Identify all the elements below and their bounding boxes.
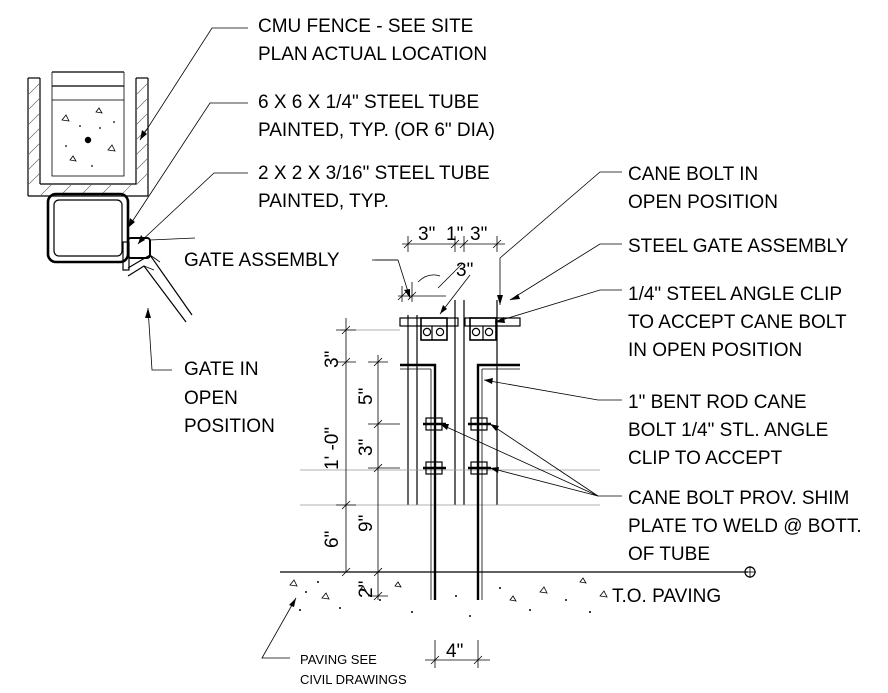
mid-clips bbox=[423, 417, 491, 475]
elevation-leaders bbox=[261, 171, 622, 659]
plan-view-detail bbox=[27, 71, 196, 323]
callout-cmu-fence-line2: PLAN ACTUAL LOCATION bbox=[258, 44, 487, 65]
callout-bent-rod-line1: 1" BENT ROD CANE bbox=[628, 392, 807, 413]
steel-tube-2x2-plan bbox=[122, 237, 196, 271]
callout-bent-rod-line2: BOLT 1/4" STL. ANGLE bbox=[628, 420, 828, 441]
angle-clip-right bbox=[464, 317, 521, 341]
plan-leaders bbox=[127, 27, 248, 371]
dim-v-3-mid: 3" bbox=[356, 439, 377, 456]
dim-v-3-top: 3" bbox=[322, 351, 343, 368]
callout-cmu-fence-line1: CMU FENCE - SEE SITE bbox=[258, 16, 473, 37]
bent-rod-cane-bolt-right bbox=[476, 363, 520, 600]
dim-v-6: 6" bbox=[322, 531, 343, 548]
callout-steel-tube-2-line2: PAINTED, TYP. bbox=[258, 191, 389, 212]
callout-steel-tube-6-line2: PAINTED, TYP. (OR 6" DIA) bbox=[258, 120, 495, 141]
dim-top-3a: 3" bbox=[418, 224, 435, 245]
callout-steel-gate-assembly: STEEL GATE ASSEMBLY bbox=[628, 236, 849, 257]
angle-clip-left bbox=[399, 317, 459, 341]
callout-steel-tube-6-line1: 6 X 6 X 1/4" STEEL TUBE bbox=[258, 92, 479, 113]
callout-angle-clip-line3: IN OPEN POSITION bbox=[628, 340, 802, 361]
dim-top-3c: 3" bbox=[456, 260, 473, 281]
dimension-lines bbox=[336, 236, 505, 668]
callout-gate-assembly: GATE ASSEMBLY bbox=[184, 250, 340, 271]
callout-gate-open: GATE IN OPEN POSITION bbox=[184, 359, 275, 437]
callout-paving-note: PAVING SEE CIVIL DRAWINGS bbox=[300, 652, 407, 687]
callout-shim-plate-line3: OF TUBE bbox=[628, 544, 710, 565]
dim-v-1-0: 1' -0" bbox=[322, 427, 343, 470]
steel-tube-6x6 bbox=[46, 192, 130, 264]
callout-shim-plate-line2: PLATE TO WELD @ BOTT. bbox=[628, 516, 862, 537]
callout-cane-bolt-open-line1: CANE BOLT IN bbox=[628, 164, 758, 185]
bent-rod-cane-bolt-left bbox=[400, 363, 437, 600]
paving-line bbox=[280, 566, 756, 617]
callout-angle-clip: 1/4" STEEL ANGLE CLIP TO ACCEPT CANE BOL… bbox=[628, 284, 847, 361]
callout-bent-rod: 1" BENT ROD CANE BOLT 1/4" STL. ANGLE CL… bbox=[628, 392, 828, 469]
dim-v-9: 9" bbox=[356, 515, 377, 532]
dim-top-3b: 3" bbox=[470, 224, 487, 245]
callout-steel-tube-6: 6 X 6 X 1/4" STEEL TUBE PAINTED, TYP. (O… bbox=[258, 92, 495, 141]
callout-angle-clip-line1: 1/4" STEEL ANGLE CLIP bbox=[628, 284, 842, 305]
callout-cane-bolt-open: CANE BOLT IN OPEN POSITION bbox=[628, 164, 778, 213]
callout-angle-clip-line2: TO ACCEPT CANE BOLT bbox=[628, 312, 847, 333]
dim-v-5: 5" bbox=[356, 388, 377, 405]
dim-bottom-4: 4" bbox=[446, 641, 463, 662]
callout-paving-note-line1: PAVING SEE bbox=[300, 652, 377, 667]
dimension-labels: 3" 1" 3" 3" 3" 1' -0" 5" 3" 6" 9" 2" 4" bbox=[322, 224, 487, 662]
callout-cane-bolt-open-line2: OPEN POSITION bbox=[628, 192, 778, 213]
callout-gate-open-line1: GATE IN bbox=[184, 359, 259, 380]
callout-steel-tube-2: 2 X 2 X 3/16" STEEL TUBE PAINTED, TYP. bbox=[258, 163, 490, 212]
dim-v-2: 2" bbox=[356, 581, 377, 598]
callout-gate-open-line2: OPEN bbox=[184, 388, 238, 409]
callout-bent-rod-line3: CLIP TO ACCEPT bbox=[628, 448, 783, 469]
callout-steel-tube-2-line1: 2 X 2 X 3/16" STEEL TUBE bbox=[258, 163, 490, 184]
callout-shim-plate-line1: CANE BOLT PROV. SHIM bbox=[628, 488, 849, 509]
callout-shim-plate: CANE BOLT PROV. SHIM PLATE TO WELD @ BOT… bbox=[628, 488, 862, 565]
callout-paving: T.O. PAVING bbox=[612, 586, 721, 607]
callout-gate-open-line3: POSITION bbox=[184, 416, 275, 437]
callout-cmu-fence: CMU FENCE - SEE SITE PLAN ACTUAL LOCATIO… bbox=[258, 16, 487, 65]
dim-top-1: 1" bbox=[446, 224, 463, 245]
callout-paving-note-line2: CIVIL DRAWINGS bbox=[300, 672, 407, 687]
cmu-pilaster bbox=[27, 71, 149, 197]
gate-open-position bbox=[127, 254, 193, 323]
